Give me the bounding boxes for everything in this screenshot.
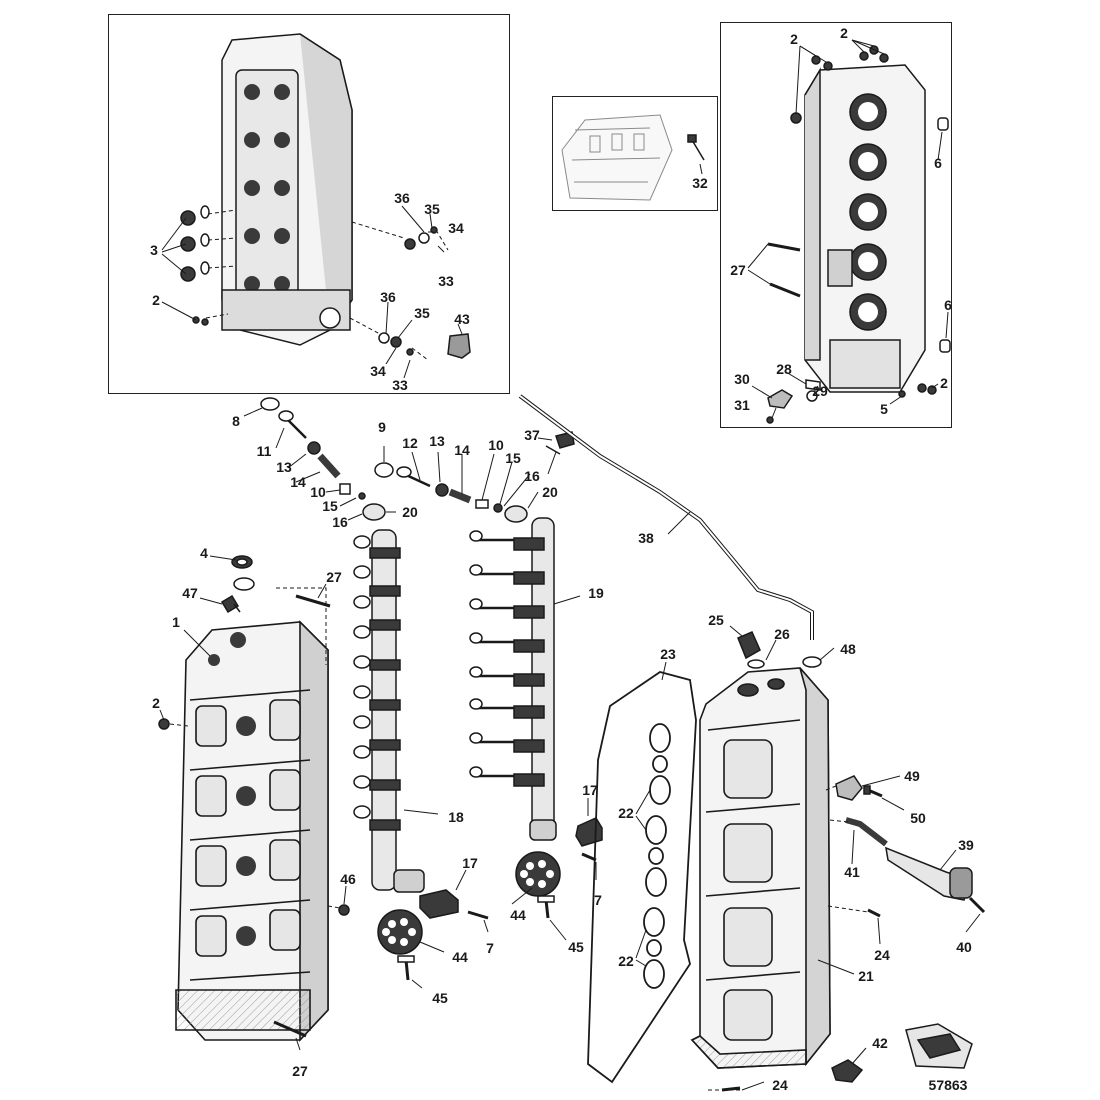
callout-36-upper: 36 bbox=[394, 190, 410, 206]
callout-2-main: 2 bbox=[152, 695, 160, 711]
callout-35-lower: 35 bbox=[414, 305, 430, 321]
callout-7-right: 7 bbox=[594, 892, 602, 908]
callout-3-inset: 3 bbox=[150, 242, 158, 258]
callout-4: 4 bbox=[200, 545, 208, 561]
callout-39: 39 bbox=[958, 837, 974, 853]
callout-35-upper: 35 bbox=[424, 201, 440, 217]
callout-14-right: 14 bbox=[454, 442, 470, 458]
callout-50: 50 bbox=[910, 810, 926, 826]
callout-16-right: 16 bbox=[524, 468, 540, 484]
callout-29: 29 bbox=[812, 383, 828, 399]
camshaft-18-assembly bbox=[353, 529, 425, 893]
callout-45-left: 45 bbox=[432, 990, 448, 1006]
head-bolt-32 bbox=[687, 134, 705, 161]
callout-27-upper: 27 bbox=[326, 569, 342, 585]
callout-19: 19 bbox=[588, 585, 604, 601]
main-head-small-parts bbox=[158, 555, 350, 1038]
callout-42: 42 bbox=[872, 1035, 888, 1051]
callout-10-right: 10 bbox=[488, 437, 504, 453]
callout-46: 46 bbox=[340, 871, 356, 887]
callout-25: 25 bbox=[708, 612, 724, 628]
callout-12: 12 bbox=[402, 435, 418, 451]
callout-14-left: 14 bbox=[290, 474, 306, 490]
callout-32: 32 bbox=[692, 175, 708, 191]
callout-44-right: 44 bbox=[510, 907, 526, 923]
callout-18: 18 bbox=[448, 809, 464, 825]
callout-15-right: 15 bbox=[505, 450, 521, 466]
callout-17-left: 17 bbox=[462, 855, 478, 871]
callout-33-upper: 33 bbox=[438, 273, 454, 289]
callout-11: 11 bbox=[257, 443, 272, 459]
callout-10-left: 10 bbox=[310, 484, 326, 500]
oil-line-38 bbox=[518, 394, 814, 640]
callout-28: 28 bbox=[776, 361, 792, 377]
callout-17-right: 17 bbox=[582, 782, 598, 798]
callout-5: 5 bbox=[880, 401, 888, 417]
callout-45-right: 45 bbox=[568, 939, 584, 955]
valve-cover-gasket-23 bbox=[587, 671, 697, 1084]
callout-20-right: 20 bbox=[542, 484, 558, 500]
callout-43: 43 bbox=[454, 311, 470, 327]
cylinder-head-main-drawing bbox=[175, 620, 329, 1043]
callout-34-lower: 34 bbox=[370, 363, 386, 379]
callout-44-left: 44 bbox=[452, 949, 468, 965]
callout-47: 47 bbox=[182, 585, 198, 601]
callout-40: 40 bbox=[956, 939, 972, 955]
callout-6-upper: 6 bbox=[934, 155, 942, 171]
callout-34-upper: 34 bbox=[448, 220, 464, 236]
callout-9: 9 bbox=[378, 419, 386, 435]
cylinder-head-rear-drawing bbox=[221, 33, 353, 346]
head-small-parts-right bbox=[766, 45, 951, 424]
callout-20-left: 20 bbox=[402, 504, 418, 520]
callout-8: 8 bbox=[232, 413, 240, 429]
callout-30: 30 bbox=[734, 371, 750, 387]
callout-23: 23 bbox=[660, 646, 676, 662]
callout-24-upper: 24 bbox=[874, 947, 890, 963]
valve-cover-21 bbox=[690, 667, 831, 1069]
callout-2-inset: 2 bbox=[152, 292, 160, 308]
cylinder-head-gasket-side-drawing bbox=[804, 64, 926, 393]
callout-33-lower: 33 bbox=[392, 377, 408, 393]
small-head-drawing bbox=[561, 114, 673, 201]
callout-37: 37 bbox=[524, 427, 540, 443]
callout-2-right: 2 bbox=[940, 375, 948, 391]
callout-22-upper: 22 bbox=[618, 805, 634, 821]
callout-49: 49 bbox=[904, 768, 920, 784]
callout-7-left: 7 bbox=[486, 940, 494, 956]
callout-26: 26 bbox=[774, 626, 790, 642]
cam-caps-sprockets bbox=[377, 817, 603, 981]
callout-1: 1 bbox=[172, 614, 180, 630]
callout-2-top-left: 2 bbox=[790, 31, 798, 47]
callout-27-inset: 27 bbox=[730, 262, 746, 278]
callout-31: 31 bbox=[734, 397, 750, 413]
callout-27-lower: 27 bbox=[292, 1063, 308, 1079]
figure-number: 57863 bbox=[929, 1077, 968, 1093]
callout-21: 21 bbox=[858, 968, 874, 984]
callout-22-lower: 22 bbox=[618, 953, 634, 969]
valve-cover-small-parts bbox=[721, 631, 986, 1092]
callout-36-lower: 36 bbox=[380, 289, 396, 305]
callout-24-lower: 24 bbox=[772, 1077, 788, 1093]
callout-13-left: 13 bbox=[276, 459, 292, 475]
seal-plugs-left bbox=[180, 205, 471, 359]
callout-38: 38 bbox=[638, 530, 654, 546]
camshaft-19-assembly bbox=[469, 517, 557, 841]
callout-48: 48 bbox=[840, 641, 856, 657]
callout-16-left: 16 bbox=[332, 514, 348, 530]
callout-13-right: 13 bbox=[429, 433, 445, 449]
callout-41: 41 bbox=[844, 864, 860, 880]
callout-6-lower: 6 bbox=[944, 297, 952, 313]
callout-2-top-right: 2 bbox=[840, 25, 848, 41]
callout-15-left: 15 bbox=[322, 498, 338, 514]
